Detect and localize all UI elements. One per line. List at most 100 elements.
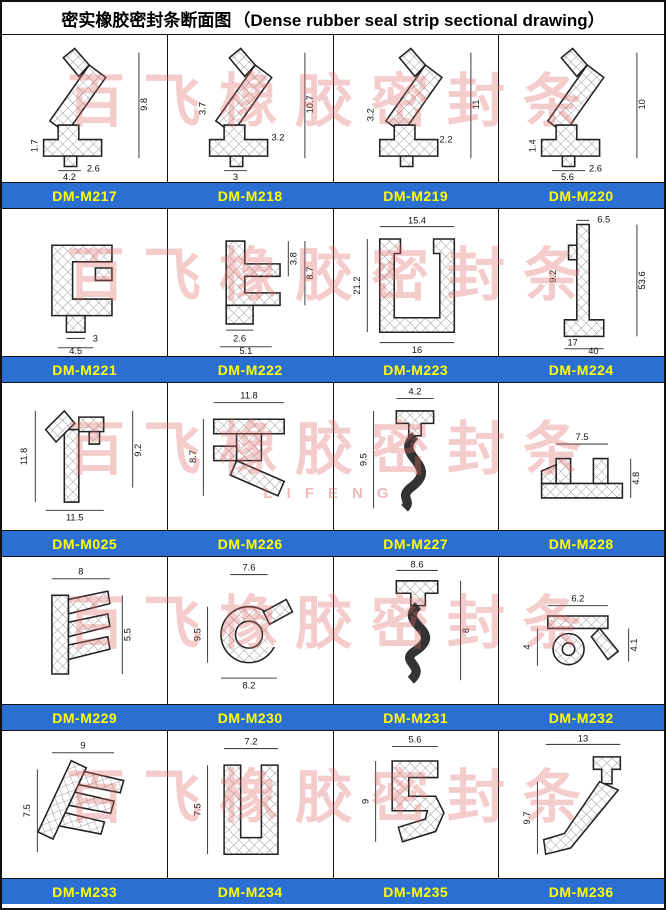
seal-profile-shape: [542, 756, 621, 855]
seal-cross-section: 10.7 3.7 3.2 3: [198, 47, 315, 181]
row-group-5: 百飞橡胶密封条 9 7.5 7.2 7.5: [2, 730, 664, 904]
seal-profile-shape: [213, 418, 286, 497]
seal-profile-shape: [43, 47, 107, 168]
model-label: DM-M235: [383, 883, 449, 900]
dim-label: 8.2: [243, 681, 256, 691]
row-group-3: 百飞橡胶密封条 LIFENG 11.8 9.2 11.5 11.8: [2, 382, 664, 556]
seal-cross-section: 13 9.7: [522, 733, 621, 855]
model-label-bar: DM-M229 DM-M230 DM-M231 DM-M232: [2, 704, 664, 730]
model-label-bar: DM-M221 DM-M222 DM-M223 DM-M224: [2, 356, 664, 382]
seal-cross-section: 8.6 8: [336, 559, 471, 703]
dim-label: 5.1: [240, 346, 253, 355]
model-label: DM-M221: [52, 361, 118, 378]
model-label: DM-M218: [217, 187, 283, 204]
drawing-cell: 8 5.5: [2, 557, 167, 704]
dim-label: 7.5: [23, 804, 33, 817]
dim-label: 4.2: [63, 172, 76, 181]
model-label: DM-M233: [52, 883, 118, 900]
seal-cross-section: 7.2 7.5: [192, 736, 279, 855]
dim-label: 2.2: [439, 135, 452, 145]
model-label: DM-M231: [383, 709, 449, 726]
dim-label: 6.2: [571, 594, 584, 604]
drawing-cell: 11 3.2 2.2: [332, 35, 499, 182]
dim-label: 5.6: [408, 734, 421, 744]
dim-label: 7.6: [243, 562, 256, 572]
dim-label: 11.8: [240, 391, 257, 401]
model-label: DM-M227: [383, 535, 449, 552]
dim-label: 5.5: [123, 628, 133, 641]
drawing-row: 百飞橡胶密封条 LIFENG 11.8 9.2 11.5 11.8: [2, 382, 664, 530]
seal-cross-section: 4.2 9.5: [358, 386, 496, 529]
seal-cross-section: 11.8 8.7: [188, 391, 286, 497]
model-label: DM-M228: [548, 535, 614, 552]
dim-label: 9.2: [133, 444, 143, 457]
dim-label: 4.2: [408, 386, 421, 396]
seal-cross-section: 11 3.2 2.2: [365, 47, 481, 168]
dim-label: 2.6: [233, 334, 246, 344]
model-label: DM-M229: [52, 709, 118, 726]
model-label-bar: DM-M233 DM-M234 DM-M235 DM-M236: [2, 878, 664, 904]
dim-label: 2.6: [87, 164, 100, 174]
seal-profile-shape: [540, 457, 623, 499]
dim-label: 3.7: [198, 102, 208, 115]
seal-profile-shape: [45, 410, 105, 503]
model-label: DM-M232: [548, 709, 614, 726]
seal-cross-section: 6.2 4 4.1: [522, 594, 639, 666]
seal-profile-shape: [396, 581, 437, 680]
model-label: DM-M217: [52, 187, 118, 204]
dim-label: 16: [412, 345, 422, 355]
seal-profile-shape: [378, 47, 443, 168]
drawing-cell: 3 4.5: [2, 209, 167, 356]
seal-cross-section: 7.6 9.5 8.2: [192, 562, 294, 691]
dim-label: 2.6: [589, 164, 602, 174]
model-label-bar: DM-M025 DM-M226 DM-M227 DM-M228: [2, 530, 664, 556]
seal-cross-section: 15.4 21.2 16: [352, 215, 455, 355]
seal-cross-section: 3 4.5: [51, 244, 114, 355]
page-title-cn: 密实橡胶密封条断面图: [61, 10, 232, 30]
dim-label: 15.4: [408, 215, 426, 225]
dim-label: 17: [567, 338, 577, 348]
dim-label: 11.8: [19, 448, 29, 465]
dim-label: 9.2: [548, 270, 558, 283]
model-label: DM-M226: [217, 535, 283, 552]
model-label: DM-M223: [383, 361, 449, 378]
seal-profile-shape: [546, 615, 619, 666]
seal-cross-section: 6.5 53.6 9.2 17 40: [548, 214, 647, 355]
seal-cross-section: 10 1.4 2.6 5.6: [527, 47, 647, 181]
seal-profile-shape: [378, 238, 455, 333]
dim-label: 3: [93, 334, 98, 344]
dim-label: 8: [79, 567, 84, 577]
dim-label: 8.7: [188, 450, 198, 463]
seal-cross-section: 9 7.5: [23, 741, 127, 858]
model-label: DM-M025: [52, 535, 118, 552]
dim-label: 3.2: [365, 108, 375, 121]
drawing-cell: 6.5 53.6 9.2 17 40: [498, 209, 664, 356]
dim-label: 10: [637, 99, 647, 109]
dim-label: 3.2: [272, 133, 285, 143]
seal-cross-section: 3.8 8.7 2.6 5.1: [220, 240, 315, 355]
dim-label: 5.6: [561, 172, 574, 181]
dim-label: 4.8: [631, 472, 641, 485]
model-label: DM-M230: [217, 709, 283, 726]
model-label: DM-M234: [217, 883, 283, 900]
page-title: 密实橡胶密封条断面图 （Dense rubber seal strip sect…: [2, 2, 664, 34]
dim-label: 1.7: [30, 139, 40, 152]
model-label: DM-M220: [548, 187, 614, 204]
model-label: DM-M222: [217, 361, 283, 378]
drawing-row: 百飞橡胶密封条 3 4.5 3.8 8.7 2: [2, 208, 664, 356]
dim-label: 9.5: [358, 453, 368, 466]
dim-label: 21.2: [352, 277, 362, 295]
dim-label: 6.5: [597, 214, 610, 224]
drawing-cell: 3.8 8.7 2.6 5.1: [166, 209, 333, 356]
dim-label: 7.5: [192, 803, 202, 816]
seal-cross-section: 5.6 9: [360, 734, 445, 843]
dim-label: 4.5: [70, 346, 83, 355]
drawing-cell: 9.8 1.7 2.6 4.2: [2, 35, 167, 182]
seal-profile-shape: [540, 47, 605, 168]
seal-profile-shape: [396, 411, 433, 508]
drawing-cell: 6.2 4 4.1: [498, 557, 664, 704]
drawing-cell: 13 9.7: [498, 731, 664, 878]
seal-profile-shape: [37, 756, 127, 858]
drawing-cell: 9 7.5: [2, 731, 167, 878]
